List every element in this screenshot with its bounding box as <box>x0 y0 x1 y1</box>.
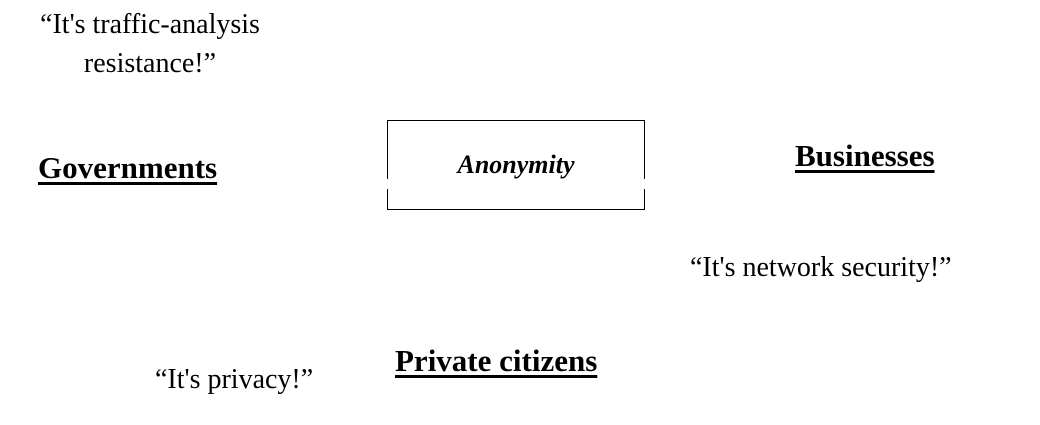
label-businesses: Businesses <box>795 138 935 173</box>
label-private-citizens: Private citizens <box>395 343 598 378</box>
quote-traffic-analysis: “It's traffic-analysis resistance!” <box>40 9 260 80</box>
label-governments: Governments <box>38 150 218 185</box>
box-notch-left <box>385 179 391 189</box>
anonymity-box-label: Anonymity <box>457 150 575 179</box>
quote-network-security: “It's network security!” <box>690 252 952 283</box>
box-notch-right <box>641 179 647 189</box>
anonymity-box: Anonymity <box>385 120 647 210</box>
quote-privacy: “It's privacy!” <box>155 364 314 395</box>
